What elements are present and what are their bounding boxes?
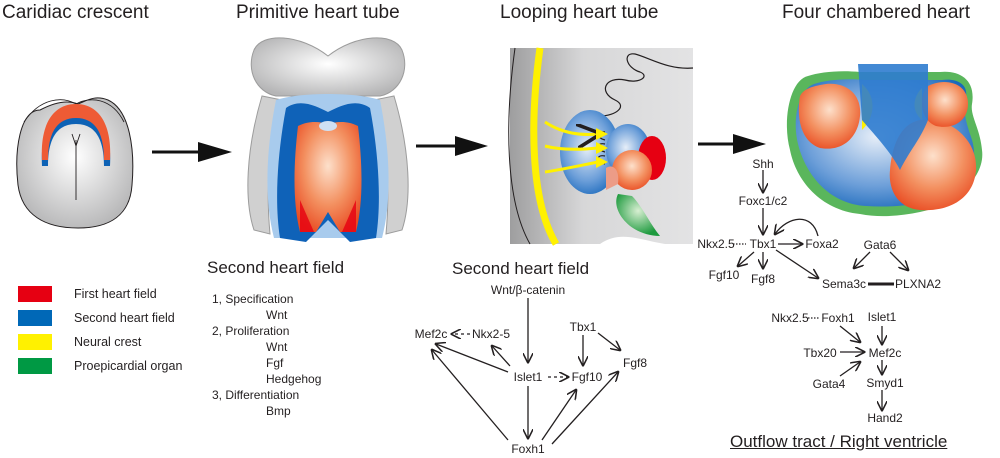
node-tbx1: Tbx1 <box>749 237 777 251</box>
node-foxh1: Foxh1 <box>511 442 545 456</box>
step-item: 1, Specification <box>212 292 294 306</box>
legend-first-heart-field: First heart field <box>18 285 157 303</box>
shf-steps-title: Second heart field <box>207 258 345 277</box>
edge-gata6-sema3c <box>854 251 871 268</box>
node-foxa2: Foxa2 <box>805 237 839 251</box>
legend-label: Second heart field <box>74 311 175 325</box>
node-islet1: Islet1 <box>867 310 897 324</box>
step-item: Bmp <box>266 404 291 418</box>
edge-tbx1-fgf10 <box>738 251 755 266</box>
node-smyd1: Smyd1 <box>866 376 904 390</box>
legend-proepicardial-organ: Proepicardial organ <box>18 357 182 375</box>
node-foxh1: Foxh1 <box>821 311 855 325</box>
stage-title-four-chambered-heart: Four chambered heart <box>782 2 970 23</box>
stage-title-looping-heart-tube: Looping heart tube <box>500 2 659 23</box>
oft-caption: Outflow tract / Right ventricle <box>730 432 948 451</box>
node-mef2c: Mef2c <box>414 327 448 341</box>
step-item: Hedgehog <box>266 372 322 386</box>
cardiac-crescent-illustration <box>16 97 134 229</box>
node-nkx2-5: Nkx2-5 <box>471 327 511 341</box>
edge-foxh1-mef2c <box>839 325 860 342</box>
stage-arrow-1 <box>152 142 232 162</box>
node-islet1: Islet1 <box>513 370 543 384</box>
four-chambered-heart-illustration <box>786 64 983 217</box>
edge-tbx1-sema3c <box>775 249 818 278</box>
node-fgf10: Fgf10 <box>708 268 740 282</box>
node-mef2c: Mef2c <box>868 346 902 360</box>
node-plxna2: PLXNA2 <box>894 277 942 291</box>
legend-swatch <box>18 286 52 302</box>
step-item: 3, Differentiation <box>212 388 300 402</box>
node-nkx2-5-b: Nkx2.5 <box>771 311 809 325</box>
node-hand2: Hand2 <box>867 411 903 425</box>
legend-label: Neural crest <box>74 335 142 349</box>
stage-arrow-2 <box>416 136 488 156</box>
legend-swatch <box>18 358 52 374</box>
node-foxc1-c2: Foxc1/c2 <box>738 194 788 208</box>
node-fgf10: Fgf10 <box>571 370 603 384</box>
step-item: Fgf <box>266 356 284 370</box>
node-fgf8: Fgf8 <box>622 356 648 370</box>
step-item: 2, Proliferation <box>212 324 290 338</box>
edge-foxh1-fgf8 <box>551 372 618 445</box>
node-tbx1: Tbx1 <box>569 320 597 334</box>
edge-foxh1-fgf10 <box>541 390 576 441</box>
edge-tbx1-fgf8 <box>597 332 620 350</box>
edge-gata4-mef2c <box>839 362 860 377</box>
primitive-heart-tube-illustration <box>247 37 409 242</box>
node-nkx2-5: Nkx2.5 <box>697 237 735 251</box>
edge-foxa2-tbx1-loop <box>775 218 819 236</box>
shf-network-title: Second heart field <box>452 259 590 278</box>
node-wnt-beta-catenin: Wnt/β-catenin <box>490 283 566 297</box>
stage-arrow-3 <box>698 134 766 154</box>
stage-title-primitive-heart-tube: Primitive heart tube <box>236 2 400 23</box>
node-sema3c: Sema3c <box>821 277 867 291</box>
step-item: Wnt <box>266 308 288 322</box>
node-gata6: Gata6 <box>863 238 897 252</box>
legend-swatch <box>18 310 52 326</box>
node-shh: Shh <box>752 157 774 171</box>
node-tbx20: Tbx20 <box>803 346 837 360</box>
legend-second-heart-field: Second heart field <box>18 309 175 327</box>
node-fgf8: Fgf8 <box>750 272 776 286</box>
node-gata4: Gata4 <box>812 377 846 391</box>
legend-neural-crest: Neural crest <box>18 333 141 351</box>
step-item: Wnt <box>266 340 288 354</box>
stage-title-cardiac-crescent: Caridiac crescent <box>2 2 149 23</box>
looping-heart-tube-illustration <box>508 47 694 246</box>
legend-label: First heart field <box>74 287 157 301</box>
edge-islet1-mef2c <box>436 344 509 373</box>
edge-islet1-nkx25 <box>492 346 511 367</box>
edge-gata6-plxna2 <box>889 251 908 270</box>
legend-label: Proepicardial organ <box>74 359 183 373</box>
edge-foxh1-mef2c <box>432 350 509 441</box>
legend-swatch <box>18 334 52 350</box>
